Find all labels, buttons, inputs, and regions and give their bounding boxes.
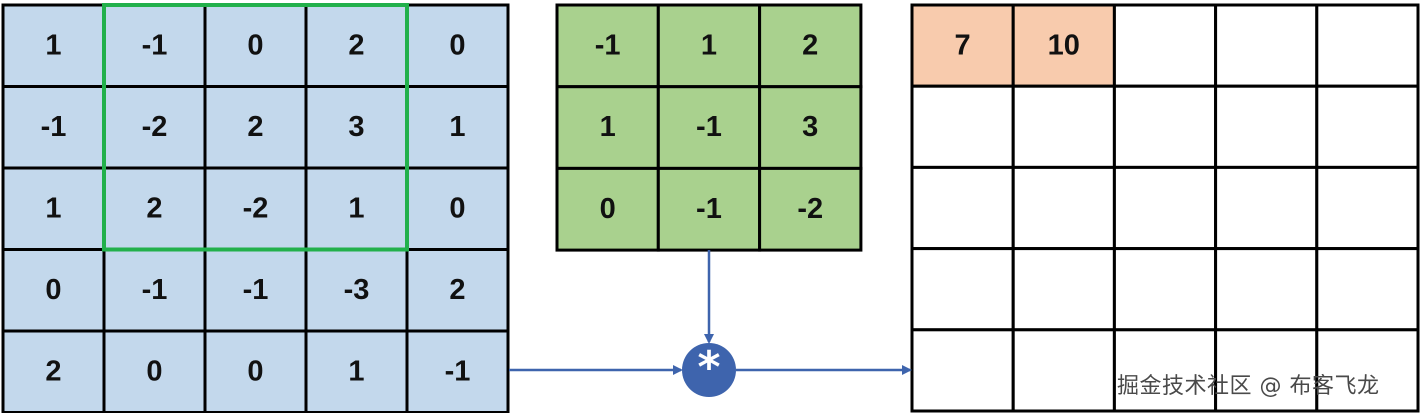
input-cell-0-0 — [1, 3, 106, 88]
output-cell-2-0 — [910, 165, 1015, 251]
input-value-3-3: -3 — [344, 274, 370, 306]
input-cell-3-3 — [304, 248, 409, 333]
input-value-2-4: 0 — [449, 192, 465, 224]
output-cell-1-2 — [1112, 84, 1218, 169]
input-matrix: 1 -1 0 2 0 -1 -2 2 3 1 1 2 -2 1 0 0 -1 -1 -3 2 2 0 0 1 -1 — [1, 3, 510, 414]
input-value-0-4: 0 — [449, 29, 465, 61]
kernel-value-1-2: 3 — [802, 111, 818, 143]
kernel-value-1-0: 1 — [600, 111, 616, 143]
input-value-0-1: -1 — [142, 29, 168, 61]
input-cell-4-0 — [1, 329, 106, 414]
convolution-operator-circle — [682, 343, 736, 397]
output-cell-1-0 — [910, 84, 1015, 169]
input-value-4-4: -1 — [445, 355, 471, 387]
output-cell-2-1 — [1011, 165, 1116, 251]
output-cell-1-4 — [1315, 84, 1420, 169]
output-cell-0-3 — [1214, 3, 1319, 88]
input-cell-1-0 — [1, 85, 106, 170]
input-cell-4-2 — [203, 329, 308, 414]
output-cell-4-1 — [1011, 328, 1116, 413]
input-value-3-4: 2 — [449, 274, 465, 306]
output-value-0-1: 10 — [1048, 29, 1080, 61]
output-cell-0-0 — [910, 3, 1015, 88]
input-value-3-2: -1 — [243, 274, 269, 306]
input-cell-1-2 — [203, 85, 308, 170]
output-cell-1-3 — [1214, 84, 1319, 169]
input-value-1-3: 3 — [348, 111, 364, 143]
kernel-value-2-2: -2 — [797, 193, 823, 225]
kernel-cell-1-2 — [758, 85, 863, 170]
output-cell-0-2 — [1112, 3, 1218, 88]
kernel-value-1-1: -1 — [696, 111, 722, 143]
output-cell-3-3 — [1214, 247, 1319, 332]
kernel-cell-0-1 — [656, 3, 762, 89]
input-value-2-1: 2 — [146, 192, 162, 224]
input-value-4-3: 1 — [348, 355, 364, 387]
input-value-4-1: 0 — [146, 355, 162, 387]
output-cell-1-1 — [1011, 84, 1116, 169]
connectors: * — [509, 250, 912, 397]
kernel-value-0-1: 1 — [701, 30, 717, 62]
output-cell-3-0 — [910, 247, 1015, 332]
input-value-2-2: -2 — [243, 192, 269, 224]
input-cell-2-1 — [102, 166, 207, 251]
input-value-4-0: 2 — [45, 355, 61, 387]
input-value-0-0: 1 — [45, 29, 61, 61]
convolution-operator-symbol: * — [697, 342, 720, 393]
kernel-cell-0-0 — [555, 3, 660, 89]
kernel-value-0-2: 2 — [802, 30, 818, 62]
output-cell-2-4 — [1315, 165, 1420, 251]
output-value-0-0: 7 — [955, 29, 971, 61]
input-value-1-2: 2 — [247, 111, 263, 143]
input-value-1-0: -1 — [41, 111, 67, 143]
input-value-2-3: 1 — [348, 192, 364, 224]
input-value-3-1: -1 — [142, 274, 168, 306]
output-cell-0-4 — [1315, 3, 1420, 88]
output-cell-3-2 — [1112, 247, 1218, 332]
input-cell-3-0 — [1, 248, 106, 333]
input-value-0-2: 0 — [247, 29, 263, 61]
watermark-text: 掘金技术社区 @ 布客飞龙 — [1117, 374, 1380, 399]
output-cell-2-3 — [1214, 165, 1319, 251]
kernel-value-2-0: 0 — [600, 193, 616, 225]
output-cell-3-4 — [1315, 247, 1420, 332]
output-matrix: 7 10 — [910, 3, 1420, 413]
input-cell-2-3 — [304, 166, 409, 251]
input-value-0-3: 2 — [348, 29, 364, 61]
output-cell-2-2 — [1112, 165, 1218, 251]
input-value-3-0: 0 — [45, 274, 61, 306]
kernel-cell-2-2 — [758, 166, 863, 252]
output-cell-3-1 — [1011, 247, 1116, 332]
input-value-1-4: 1 — [449, 111, 465, 143]
input-cell-3-1 — [102, 248, 207, 333]
kernel-value-2-1: -1 — [696, 193, 722, 225]
input-value-2-0: 1 — [45, 192, 61, 224]
input-value-4-2: 0 — [247, 355, 263, 387]
input-cell-3-4 — [405, 248, 510, 333]
kernel-value-0-0: -1 — [595, 30, 621, 62]
input-cell-4-1 — [102, 329, 207, 414]
receptive-field-highlight — [102, 3, 409, 252]
input-value-1-1: -2 — [142, 111, 168, 143]
kernel-matrix: -1 1 2 1 -1 3 0 -1 -2 — [555, 3, 863, 252]
kernel-cell-1-1 — [656, 85, 762, 170]
output-cell-4-0 — [910, 328, 1015, 413]
output-cell-4-4 — [1315, 328, 1420, 413]
